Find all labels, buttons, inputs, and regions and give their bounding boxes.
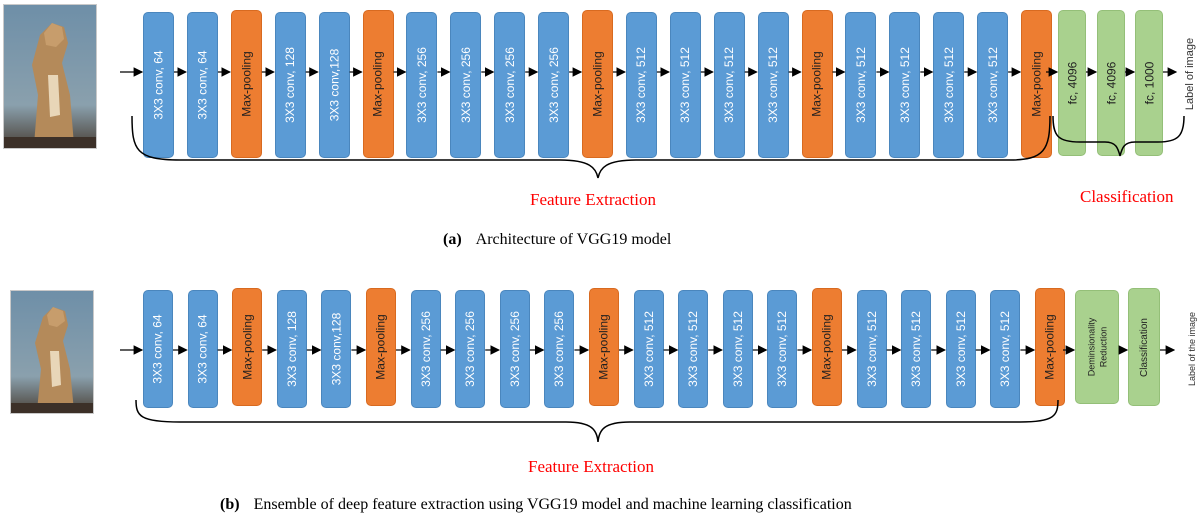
caption-tag: (b) bbox=[220, 496, 240, 513]
conv-layer: 3X3 conv, 512 bbox=[889, 12, 921, 158]
conv-layer: 3X3 conv, 512 bbox=[845, 12, 877, 158]
conv-layer: 3X3 conv, 512 bbox=[945, 290, 976, 408]
caption-text: Architecture of VGG19 model bbox=[475, 231, 672, 248]
max-pooling-layer: Max-pooling bbox=[1035, 288, 1065, 406]
fc-layer: fc, 4096 bbox=[1097, 10, 1125, 156]
max-pooling-layer: Max-pooling bbox=[366, 288, 396, 406]
classification-block: Classification bbox=[1128, 288, 1160, 406]
dimensionality-reduction-block: Deminsionality Reduction bbox=[1075, 290, 1119, 404]
conv-layer: 3X3 conv, 256 bbox=[538, 12, 570, 158]
caption-a: (a) Architecture of VGG19 model bbox=[443, 231, 671, 249]
connector-arrows bbox=[120, 67, 1185, 179]
conv-layer: 3X3 conv, 512 bbox=[713, 12, 745, 158]
cougar-photo-icon bbox=[10, 290, 94, 414]
cougar-photo-icon bbox=[3, 4, 97, 149]
panel-b-ensemble: 3X3 conv, 64 3X3 conv, 64 Max-pooling 3X3 c… bbox=[0, 260, 1200, 520]
conv-layer: 3X3 conv, 256 bbox=[410, 290, 441, 408]
conv-layer: 3X3 conv, 512 bbox=[990, 290, 1021, 408]
fc-layer: fc, 1000 bbox=[1135, 10, 1163, 156]
max-pooling-layer: Max-pooling bbox=[582, 10, 613, 158]
max-pooling-layer: Max-pooling bbox=[362, 10, 394, 158]
max-pooling-layer: Max-pooling bbox=[1021, 10, 1052, 158]
feature-extraction-brace bbox=[131, 115, 1051, 179]
conv-layer: 3X3 conv, 512 bbox=[856, 290, 887, 408]
conv-layer: 3X3 conv, 256 bbox=[450, 12, 482, 158]
conv-layer: 3X3 conv, 512 bbox=[757, 12, 789, 158]
conv-layer: 3X3 conv, 64 bbox=[143, 290, 173, 408]
max-pooling-layer: Max-pooling bbox=[232, 288, 263, 406]
conv-layer: 3X3 conv, 128 bbox=[276, 290, 307, 408]
fc-layer: fc, 4096 bbox=[1058, 10, 1086, 156]
conv-layer: 3X3 conv, 512 bbox=[767, 290, 798, 408]
conv-layer: 3X3 conv, 64 bbox=[187, 290, 218, 408]
conv-layer: 3X3 conv, 64 bbox=[143, 12, 174, 158]
classification-label: Classification bbox=[1080, 187, 1174, 206]
conv-layer: 3X3 conv, 256 bbox=[455, 290, 486, 408]
conv-layer: 3X3 conv, 256 bbox=[499, 290, 530, 408]
conv-layer: 3X3 conv, 256 bbox=[494, 12, 526, 158]
conv-layer: 3X3 conv, 512 bbox=[933, 12, 965, 158]
conv-layer: 3X3 conv,128 bbox=[321, 290, 352, 408]
caption-text: Ensemble of deep feature extraction usin… bbox=[253, 496, 852, 513]
conv-layer: 3X3 conv, 512 bbox=[678, 290, 709, 408]
max-pooling-layer: Max-pooling bbox=[801, 10, 833, 158]
conv-layer: 3X3 conv, 128 bbox=[274, 12, 306, 158]
caption-tag: (a) bbox=[443, 231, 462, 248]
conv-layer: 3X3 conv, 512 bbox=[669, 12, 701, 158]
conv-layer: 3X3 conv, 256 bbox=[544, 290, 575, 408]
conv-layer: 3X3 conv,128 bbox=[318, 12, 350, 158]
conv-layer: 3X3 conv, 64 bbox=[186, 12, 218, 158]
conv-layer: 3X3 conv, 512 bbox=[722, 290, 753, 408]
conv-layer: 3X3 conv, 512 bbox=[625, 12, 657, 158]
feature-extraction-label: Feature Extraction bbox=[530, 190, 657, 209]
classification-brace bbox=[1052, 115, 1185, 157]
conv-layer: 3X3 conv, 512 bbox=[977, 12, 1009, 158]
feature-extraction-brace bbox=[135, 399, 1059, 443]
caption-b: (b) Ensemble of deep feature extraction u… bbox=[220, 496, 852, 514]
max-pooling-layer: Max-pooling bbox=[230, 10, 262, 158]
conv-layer: 3X3 conv, 512 bbox=[901, 290, 932, 408]
conv-layer: 3X3 conv, 512 bbox=[633, 290, 664, 408]
max-pooling-layer: Max-pooling bbox=[812, 288, 842, 406]
connector-arrows bbox=[120, 345, 1176, 443]
panel-a-vgg19-architecture: 3X3 conv, 64 3X3 conv, 64 Max-pooling 3X3 c… bbox=[3, 4, 1196, 249]
feature-extraction-label: Feature Extraction bbox=[528, 457, 655, 476]
max-pooling-layer: Max-pooling bbox=[589, 288, 619, 406]
conv-layer: 3X3 conv, 256 bbox=[406, 12, 438, 158]
